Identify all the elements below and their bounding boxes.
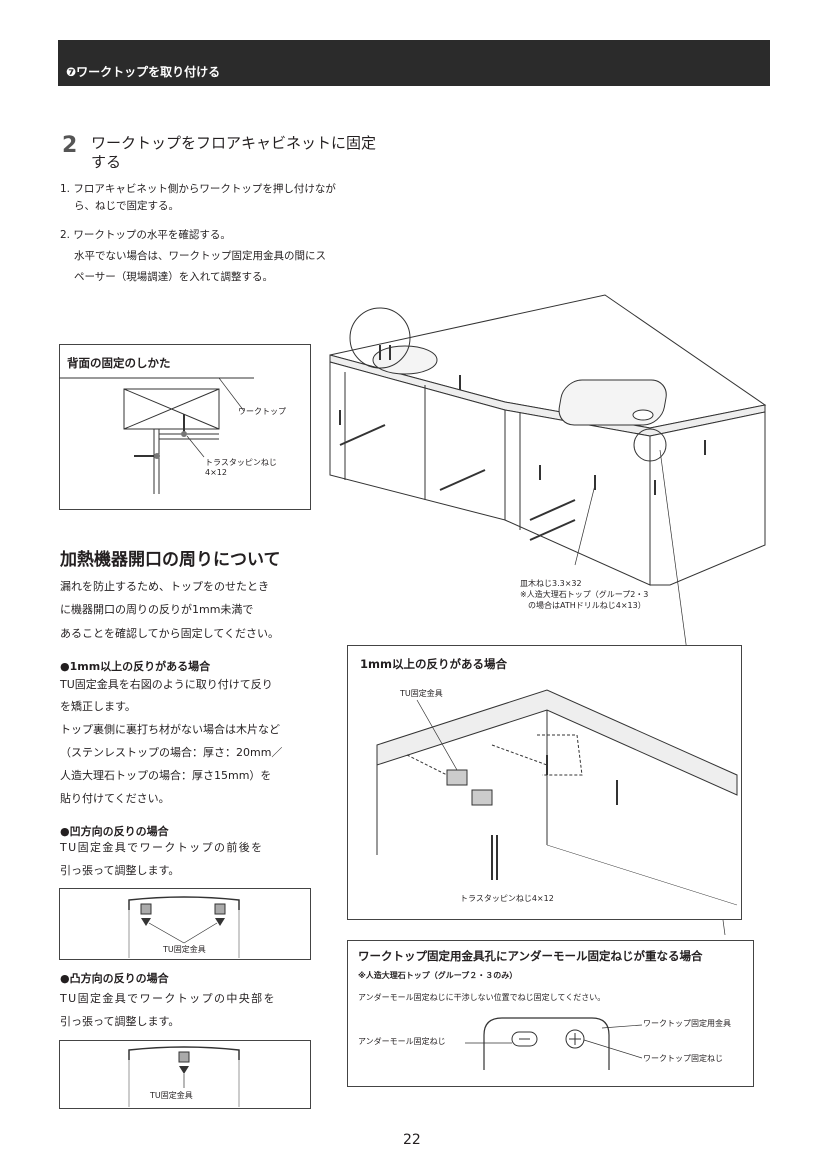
overlap-box-title: ワークトップ固定用金具孔にアンダーモール固定ねじが重なる場合 xyxy=(358,949,703,963)
main-label-line2: ※人造大理石トップ（グループ2・3 xyxy=(520,590,649,599)
case3-title: ●凸方向の反りの場合 xyxy=(60,972,169,985)
page-number: 22 xyxy=(403,1132,421,1148)
section-intro-2: に機器開口の周りの反りが1mm未満で xyxy=(60,603,254,616)
overlap-label-undermoor: アンダーモール固定ねじ xyxy=(358,1037,446,1046)
case3-text-1: TU固定金具でワークトップの中央部を xyxy=(60,992,276,1005)
instruction-2-note: 水平でない場合は、ワークトップ固定用金具の間にス xyxy=(74,250,326,262)
instruction-2: 2. ワークトップの水平を確認する。 xyxy=(60,229,231,241)
overlap-label-bracket: ワークトップ固定用金具 xyxy=(643,1019,731,1028)
overlap-box-desc: アンダーモール固定ねじに干渉しない位置でねじ固定してください。 xyxy=(358,993,606,1002)
case2-text-1: TU固定金具でワークトップの前後を xyxy=(60,841,264,854)
step-number: 2 xyxy=(62,133,78,158)
back-fix-title: 背面の固定のしかた xyxy=(67,356,171,370)
overlap-box xyxy=(347,940,754,1087)
case1-text-5: 人造大理石トップの場合：厚さ15mm）を xyxy=(60,769,272,782)
section-header-bar xyxy=(58,40,770,86)
case2-diagram xyxy=(128,896,240,958)
instruction-1: 1. フロアキャビネット側からワークトップを押し付けなが xyxy=(60,183,336,195)
back-fix-label-screw-size: 4×12 xyxy=(205,468,227,477)
main-label-line1: 皿木ねじ3.3×32 xyxy=(520,579,582,588)
case3-label: TU固定金具 xyxy=(150,1091,193,1100)
case3-text-2: 引っ張って調整します。 xyxy=(60,1015,180,1028)
main-label-line3: の場合はATHドリルねじ4×13） xyxy=(528,601,646,610)
case1-text-3: トップ裏側に裏打ち材がない場合は木片など xyxy=(60,723,280,736)
step-title-line1: ワークトップをフロアキャビネットに固定 xyxy=(91,134,377,152)
back-fix-label-worktop: ワークトップ xyxy=(238,407,286,416)
section-intro-1: 漏れを防止するため、トップをのせたとき xyxy=(60,580,269,593)
warp-diagram xyxy=(376,689,738,906)
section-header-title: ❼ワークトップを取り付ける xyxy=(66,65,221,79)
instruction-2-note-cont: ペーサー（現場調達）を入れて調整する。 xyxy=(74,271,273,283)
case2-label: TU固定金具 xyxy=(163,945,206,954)
case1-text-4: （ステンレストップの場合：厚さ：20mm／ xyxy=(60,746,283,759)
overlap-box-note: ※人造大理石トップ（グループ２・３のみ） xyxy=(358,971,518,980)
case1-title: ●1mm以上の反りがある場合 xyxy=(60,660,211,673)
back-fix-label-screw: トラスタッピンねじ xyxy=(205,458,277,467)
overlap-diagram xyxy=(465,1017,643,1070)
case3-figure-box xyxy=(59,1040,311,1109)
cabinet-diagram xyxy=(329,294,767,936)
case2-title: ●凹方向の反りの場合 xyxy=(60,825,169,838)
step-title-line2: する xyxy=(91,153,122,171)
case1-text-1: TU固定金具を右図のように取り付けて反り xyxy=(60,678,273,691)
case1-text-2: を矯正します。 xyxy=(60,700,136,713)
step-title: ワークトップをフロアキャビネットに固定 する xyxy=(91,134,401,172)
case2-figure-box xyxy=(59,888,311,960)
warp-label-screw: トラスタッピンねじ4×12 xyxy=(460,894,554,903)
case1-text-6: 貼り付けてください。 xyxy=(60,792,170,805)
section-title: 加熱機器開口の周りについて xyxy=(60,550,281,570)
case2-text-2: 引っ張って調整します。 xyxy=(60,864,180,877)
warp-label-tu: TU固定金具 xyxy=(400,689,443,698)
section-intro-3: あることを確認してから固定してください。 xyxy=(60,627,280,640)
instruction-1-cont: ら、ねじで固定する。 xyxy=(74,200,179,212)
warp-box-title: 1mm以上の反りがある場合 xyxy=(360,657,507,671)
back-fix-diagram xyxy=(59,377,254,494)
overlap-label-screw: ワークトップ固定ねじ xyxy=(643,1054,723,1063)
case3-diagram xyxy=(128,1046,240,1107)
